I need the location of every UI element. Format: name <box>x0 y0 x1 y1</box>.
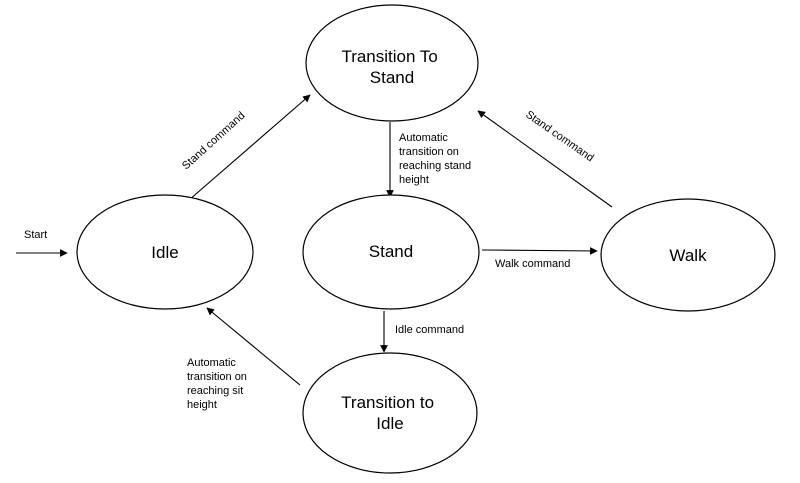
edge-label-line: transition on <box>399 146 459 158</box>
label-idle-to-transition-to-stand: Stand command <box>180 110 248 173</box>
edge-label-line: Automatic <box>187 357 236 369</box>
state-label: Idle <box>151 243 178 262</box>
label-walk-to-transition-to-stand: Stand command <box>523 109 596 165</box>
state-label: Walk <box>669 246 707 265</box>
label-transition-to-idle-to-idle: Automatic transition on reaching sit hei… <box>187 357 250 411</box>
state-transition-to-stand: Transition To Stand <box>305 4 479 122</box>
state-label-line: Transition To <box>341 47 437 66</box>
state-label-line: Stand <box>370 68 414 87</box>
edge-label-line: Automatic <box>399 132 448 144</box>
edge-label-line: transition on <box>187 371 247 383</box>
state-label-line: Transition to <box>341 393 434 412</box>
svg-text:Transition To Stand: Transition To Stand <box>341 47 442 87</box>
state-stand: Stand <box>302 194 480 310</box>
label-transition-to-stand-to-stand: Automatic transition on reaching stand h… <box>399 132 474 186</box>
label-stand-to-walk: Walk command <box>495 258 570 270</box>
state-walk: Walk <box>600 198 776 312</box>
edge-label-line: reaching sit <box>187 385 243 397</box>
edge-label-line: height <box>187 399 217 411</box>
state-label: Stand <box>369 242 413 261</box>
label-stand-to-transition-to-idle: Idle command <box>395 324 464 336</box>
state-label-line: Idle <box>376 414 403 433</box>
state-transition-to-idle: Transition to Idle <box>302 352 478 474</box>
edge-idle-to-transition-to-stand <box>188 94 311 201</box>
edge-label-line: reaching stand <box>399 160 471 172</box>
edge-transition-to-idle-to-idle <box>206 307 301 386</box>
label-start: Start <box>24 229 47 241</box>
edge-label-line: height <box>399 174 429 186</box>
svg-text:Transition to Idle: Transition to Idle <box>341 393 439 433</box>
edge-walk-to-transition-to-stand <box>477 110 613 208</box>
state-idle: Idle <box>76 194 254 310</box>
edge-stand-to-walk <box>481 247 598 255</box>
